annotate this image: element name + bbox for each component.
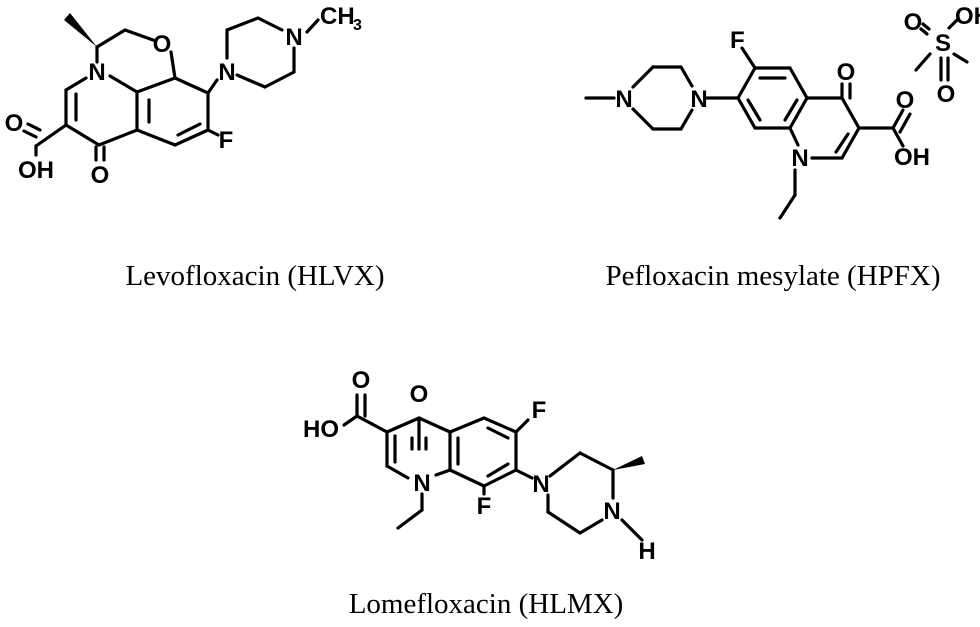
atom-o: O — [837, 59, 856, 86]
atom-ho: HO — [303, 416, 339, 443]
atom-o: O — [5, 110, 24, 137]
methyl-wedge — [613, 456, 645, 470]
atom-f: F — [730, 27, 745, 54]
atom-n: N — [615, 86, 632, 113]
atom-o: O — [896, 87, 915, 114]
atom-o: O — [937, 81, 956, 108]
atom-o: O — [352, 367, 371, 394]
caption-lomefloxacin: Lomefloxacin (HLMX) — [349, 588, 624, 620]
atom-f: F — [477, 493, 492, 520]
atom-n: N — [285, 24, 302, 51]
atom-o: O — [153, 31, 172, 58]
lomefloxacin-structure: O O HO F F N N N H — [303, 367, 656, 565]
levofloxacin-structure: O N N N CH 3 F O OH O — [5, 3, 362, 189]
atom-n: N — [690, 86, 707, 113]
atom-n: N — [791, 145, 808, 172]
atom-n: N — [88, 59, 105, 86]
atom-f: F — [532, 397, 547, 424]
atom-subscript: 3 — [353, 17, 362, 34]
atom-oh: OH — [18, 157, 54, 184]
atom-n: N — [413, 470, 430, 497]
atom-s: S — [935, 30, 951, 57]
caption-pefloxacin: Pefloxacin mesylate (HPFX) — [605, 260, 940, 292]
atom-h: H — [638, 538, 655, 565]
atom-oh: OH — [894, 144, 930, 171]
atom-n: N — [603, 498, 620, 525]
pefloxacin-structure: F O N N N O OH S O O OH — [584, 3, 980, 220]
atom-n: N — [218, 59, 235, 86]
atom-n: N — [532, 471, 549, 498]
atom-ch: CH — [320, 3, 355, 30]
atom-o: O — [410, 381, 429, 408]
methyl-wedge — [64, 13, 97, 47]
atom-o: O — [91, 162, 110, 189]
atom-oh: OH — [955, 3, 980, 30]
atom-f: F — [219, 127, 234, 154]
caption-levofloxacin: Levofloxacin (HLVX) — [125, 260, 384, 292]
atom-o: O — [904, 9, 923, 36]
